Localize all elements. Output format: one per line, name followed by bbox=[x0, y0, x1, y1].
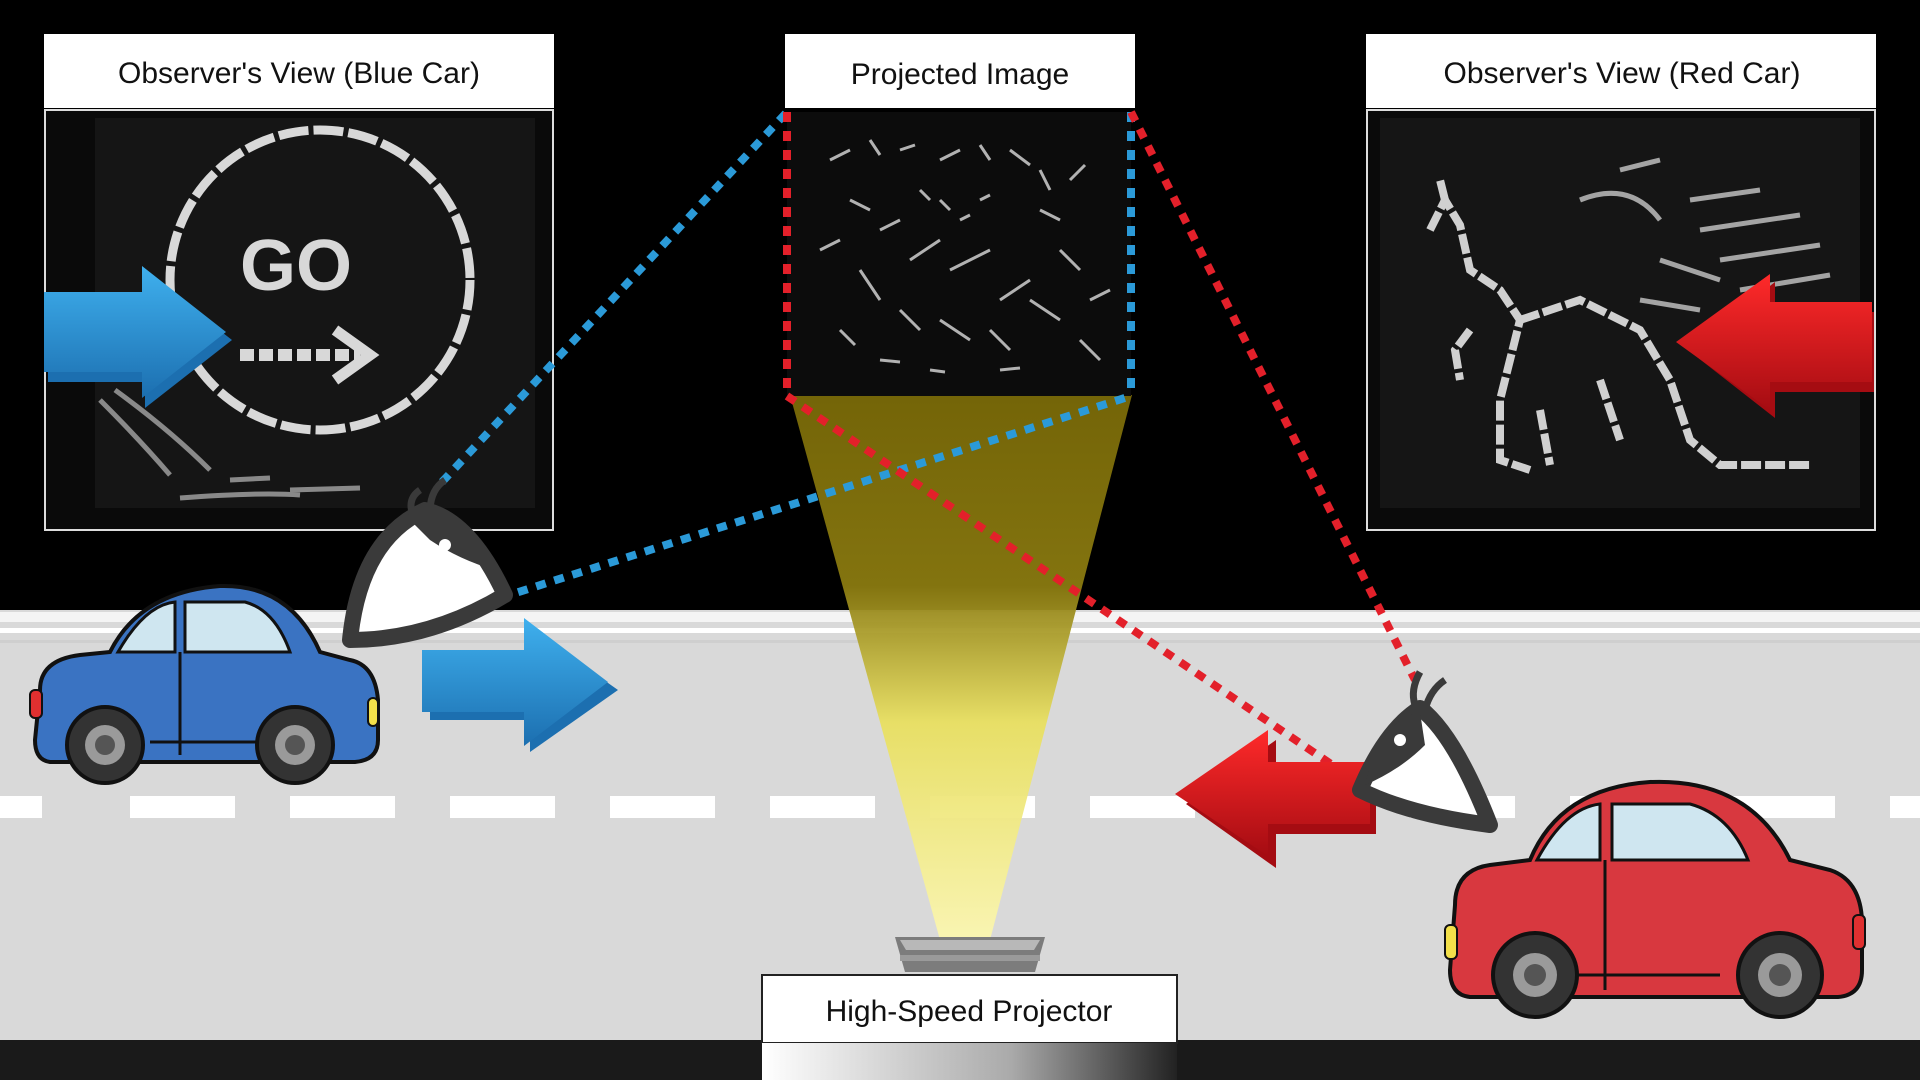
red-arrow-panel bbox=[1676, 274, 1874, 418]
kangaroo-shape bbox=[1426, 179, 1810, 474]
left-view-title: Observer's View (Blue Car) bbox=[118, 57, 480, 90]
projected-image-panel: Projected Image bbox=[785, 34, 1135, 396]
projector: High-Speed Projector bbox=[761, 937, 1178, 1080]
scrambled-pattern bbox=[819, 139, 1111, 374]
projector-beam bbox=[790, 395, 1132, 940]
red-car-icon bbox=[1444, 779, 1866, 1019]
blue-arrow-road bbox=[422, 618, 618, 752]
sight-lines bbox=[439, 109, 1419, 789]
blue-car-icon bbox=[29, 583, 380, 785]
projector-label: High-Speed Projector bbox=[826, 995, 1113, 1028]
go-text: GO bbox=[240, 226, 352, 306]
eye-icon-blue-observer bbox=[342, 477, 513, 648]
eye-icon-red-observer bbox=[1352, 670, 1498, 833]
blue-arrow-panel bbox=[44, 266, 232, 408]
red-arrow-road bbox=[1175, 730, 1376, 868]
right-view-title: Observer's View (Red Car) bbox=[1444, 57, 1801, 90]
projected-image-title: Projected Image bbox=[851, 58, 1069, 91]
